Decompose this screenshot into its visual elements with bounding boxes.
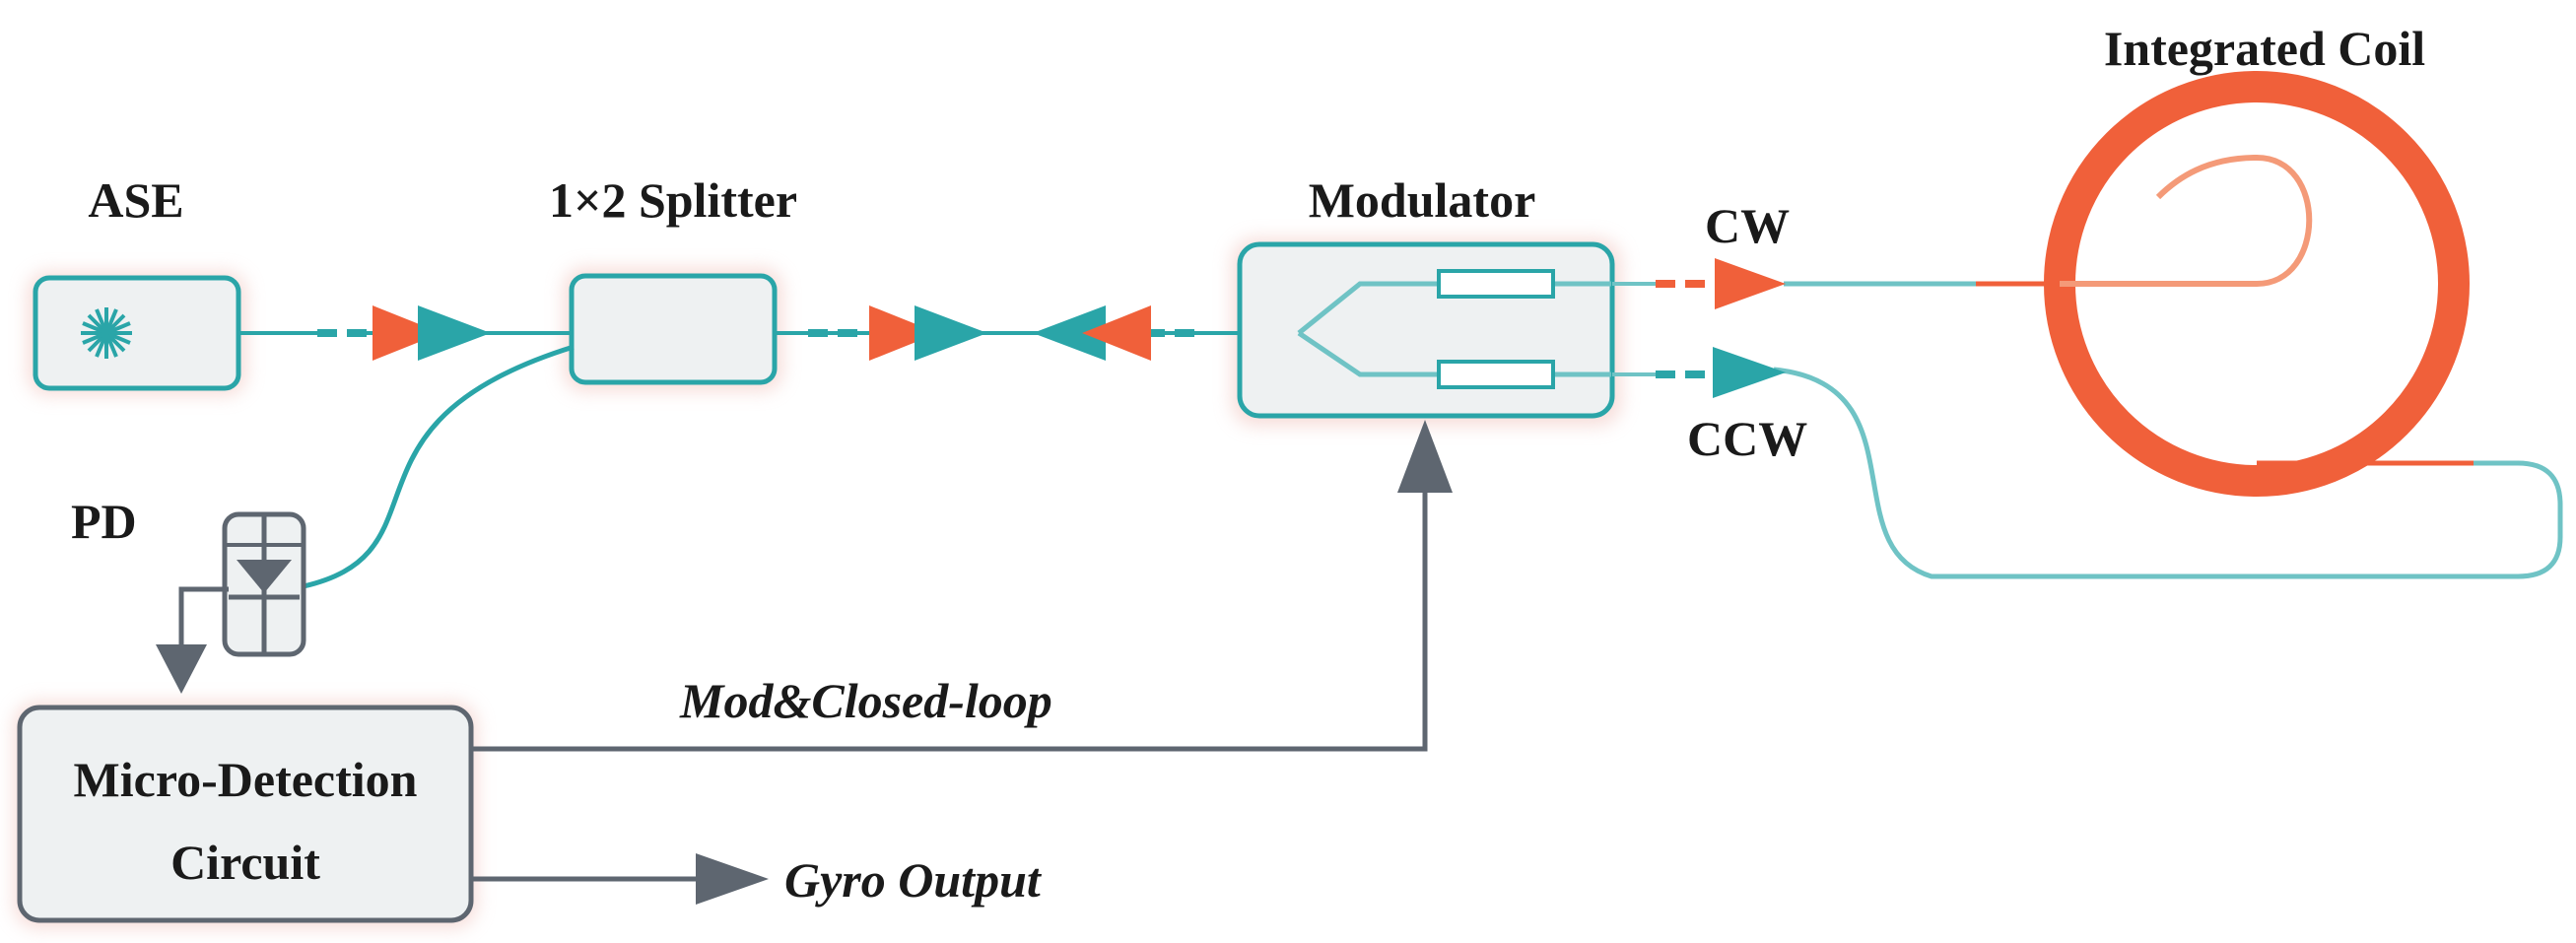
circuit-box xyxy=(17,705,474,923)
arrow-ccw xyxy=(1713,347,1786,398)
label-pd: PD xyxy=(71,494,137,549)
ccw-fiber xyxy=(1612,367,2563,579)
gyro-output-arrowhead xyxy=(696,853,769,905)
phase-electrode-bottom xyxy=(1437,360,1555,389)
pd-to-circuit-arrowhead xyxy=(156,644,207,694)
mod-closed-loop-arrowhead xyxy=(1397,420,1453,493)
arrow-orange-left xyxy=(1082,305,1151,361)
starburst-icon xyxy=(81,307,132,359)
arrow-teal-left xyxy=(1033,305,1106,361)
arrow-teal-right-1 xyxy=(418,305,491,361)
label-circuit-line2: Circuit xyxy=(170,835,320,890)
mod-closed-loop-line xyxy=(473,493,1428,752)
label-splitter: 1×2 Splitter xyxy=(549,172,797,228)
ase-source xyxy=(33,275,241,391)
label-integrated-coil: Integrated Coil xyxy=(2104,21,2425,76)
label-ccw: CCW xyxy=(1687,411,1807,466)
arrow-orange-right-1 xyxy=(373,305,441,361)
modulator xyxy=(1237,241,1615,419)
photodiode-icon xyxy=(222,511,306,657)
arrow-teal-right-2 xyxy=(915,305,987,361)
label-modulator: Modulator xyxy=(1309,172,1536,228)
label-circuit-line1: Micro-Detection xyxy=(74,752,418,807)
pd-fiber xyxy=(303,344,575,589)
integrated-coil xyxy=(2044,71,2474,497)
arrow-cw xyxy=(1715,258,1786,309)
label-cw: CW xyxy=(1705,198,1790,253)
splitter-box xyxy=(569,273,778,385)
phase-electrode-top xyxy=(1437,269,1555,299)
label-gyro-output: Gyro Output xyxy=(784,852,1043,908)
arrow-orange-right-2 xyxy=(869,305,938,361)
label-mod-closed-loop: Mod&Closed-loop xyxy=(679,673,1052,728)
label-ase: ASE xyxy=(88,172,183,228)
pd-to-circuit-line xyxy=(178,586,229,646)
